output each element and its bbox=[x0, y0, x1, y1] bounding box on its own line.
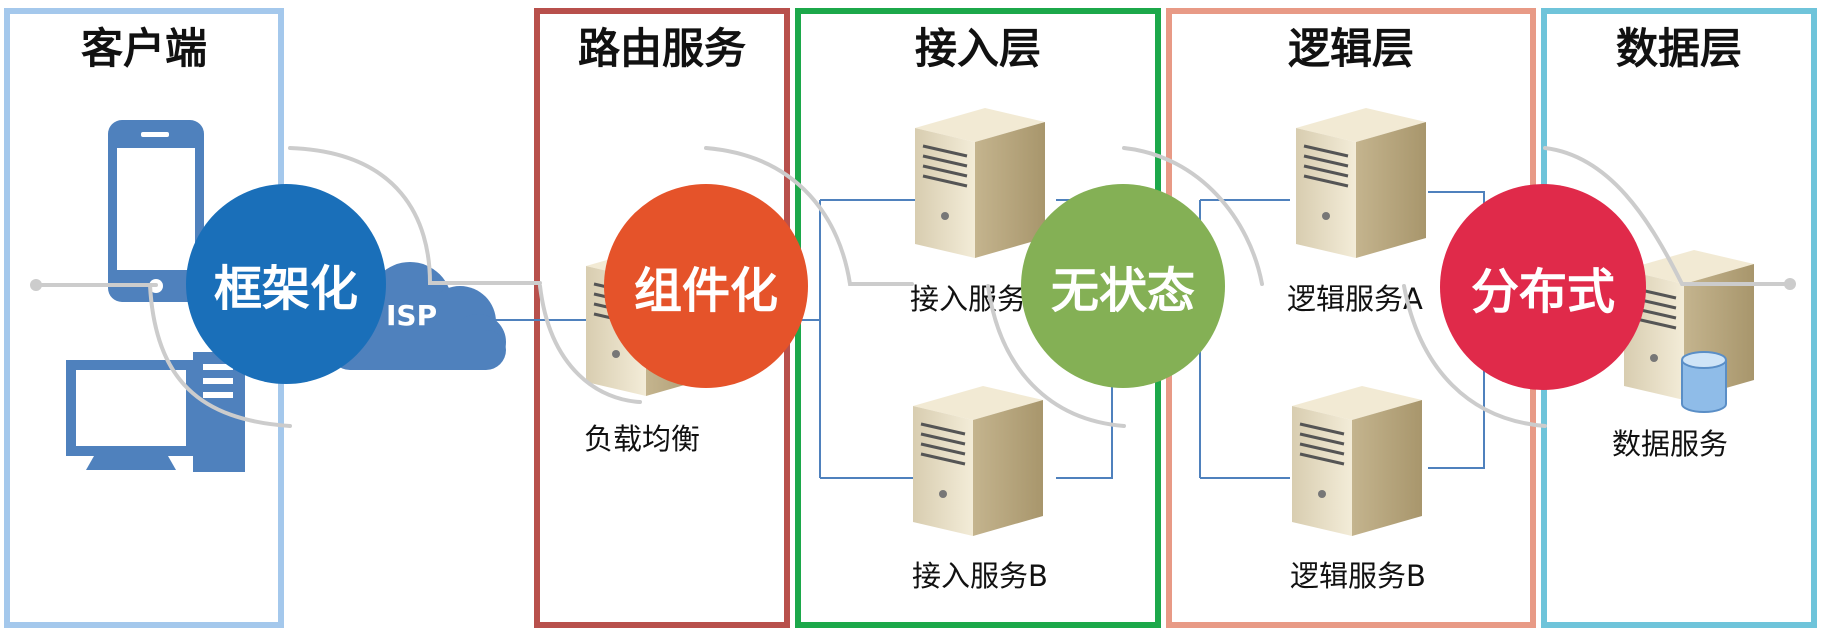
badge-distributed: 分布式 bbox=[1440, 184, 1646, 390]
client-arc-upper bbox=[288, 146, 542, 285]
client-arc-lower bbox=[148, 283, 292, 428]
badge-component: 组件化 bbox=[604, 184, 808, 388]
access-arc-lower bbox=[986, 284, 1126, 428]
badge-framework-label: 框架化 bbox=[213, 261, 358, 317]
logic-service-a-label: 逻辑服务A bbox=[1287, 282, 1423, 316]
logic-service-b-label: 逻辑服务B bbox=[1290, 559, 1426, 593]
badge-stateless: 无状态 bbox=[1021, 184, 1225, 388]
lb-to-access-bracket bbox=[790, 199, 915, 479]
panel-title-data: 数据层 bbox=[1615, 24, 1742, 73]
panel-title-client: 客户端 bbox=[80, 24, 207, 73]
badge-component-label: 组件化 bbox=[633, 263, 778, 319]
access-arc-upper bbox=[1122, 146, 1264, 286]
badge-distributed-label: 分布式 bbox=[1470, 264, 1615, 320]
panel-title-access: 接入层 bbox=[914, 24, 1041, 73]
load-balancer-label: 负载均衡 bbox=[584, 422, 701, 456]
database-icon bbox=[1681, 351, 1727, 413]
logic-arc-upper bbox=[1543, 146, 1792, 286]
panel-title-logic: 逻辑层 bbox=[1287, 24, 1414, 73]
badge-stateless-label: 无状态 bbox=[1050, 263, 1195, 319]
mobile-phone-icon bbox=[108, 120, 204, 302]
data-service-label: 数据服务 bbox=[1612, 427, 1729, 461]
logic-arc-lower bbox=[1402, 284, 1547, 428]
access-service-b-label: 接入服务B bbox=[912, 559, 1048, 593]
access-service-a-label: 接入服务 bbox=[910, 282, 1027, 316]
badge-framework: 框架化 bbox=[186, 184, 386, 384]
panel-title-routing: 路由服务 bbox=[577, 24, 746, 73]
isp-label: ISP bbox=[386, 299, 438, 332]
routing-arc-upper bbox=[704, 146, 914, 286]
desktop-computer-icon bbox=[66, 352, 245, 472]
routing-arc-lower bbox=[538, 284, 642, 404]
